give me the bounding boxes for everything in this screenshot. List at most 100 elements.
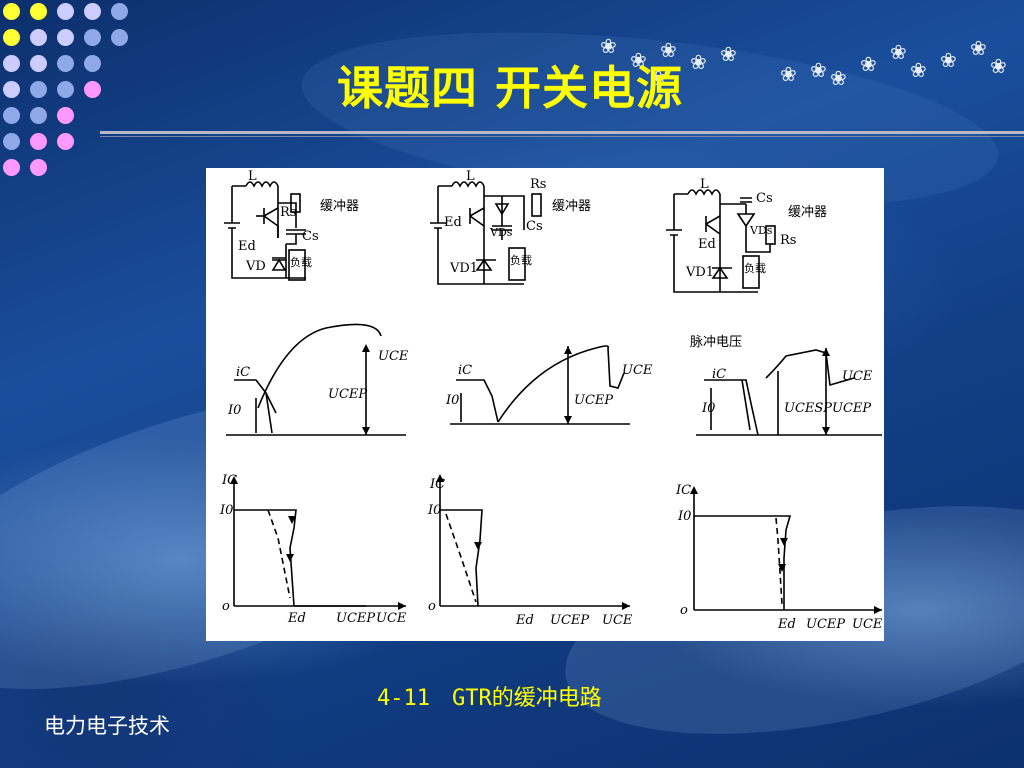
waveform-3-i0-label: I0 (701, 401, 715, 416)
circuit-3-snubber-label: 缓冲器 (788, 205, 827, 220)
waveform-2-uce-label: UCE (622, 363, 653, 378)
decorative-dot (3, 3, 20, 20)
figure-caption: 4-11 GTR的缓冲电路 (377, 680, 624, 712)
flower-ornament: ❀ (890, 40, 907, 64)
trajectory-3-ic-label: IC (675, 483, 691, 498)
waveform-2 (450, 345, 630, 425)
trajectory-2-origin-label: o (428, 599, 436, 614)
circuit-3-inductor-label: L (700, 177, 709, 192)
trajectory-1 (233, 478, 406, 607)
decorative-dot (84, 29, 101, 46)
flower-ornament: ❀ (720, 42, 737, 66)
trajectory-2-ed-label: Ed (515, 613, 534, 628)
circuit-1-ed-label: Ed (238, 239, 256, 254)
trajectory-3-ed-label: Ed (777, 617, 796, 632)
trajectory-3-i0-label: I0 (677, 509, 691, 524)
decorative-dot (30, 3, 47, 20)
decorative-dot (57, 29, 74, 46)
caption-number: 4-11 (377, 686, 430, 711)
caption-text: GTR的缓冲电路 (451, 686, 602, 711)
circuit-3-vd-label: VD1 (685, 265, 714, 280)
decorative-dot (30, 133, 47, 150)
title-divider (100, 131, 1024, 134)
circuit-2-rs-label: Rs (530, 177, 546, 192)
waveform-1-uce-label: UCE (378, 349, 409, 364)
decorative-dot (111, 29, 128, 46)
trajectory-2-ucep-label: UCEP (550, 613, 589, 628)
decorative-dot (111, 3, 128, 20)
flower-ornament: ❀ (940, 48, 957, 72)
decorative-dot (30, 55, 47, 72)
title-divider-thin (100, 136, 1024, 137)
decorative-dot (3, 159, 20, 176)
trajectory-2 (439, 476, 630, 607)
waveform-2-ic-label: iC (458, 363, 472, 378)
trajectory-2-uce-label: UCE (602, 613, 633, 628)
decorative-dot (84, 81, 101, 98)
circuit-3-rs-label: Rs (780, 233, 796, 248)
circuit-3 (666, 189, 776, 293)
waveform-2-ucep-label: UCEP (574, 393, 613, 408)
trajectory-1-ic-label: IC (221, 473, 237, 488)
figure-drawing: L Rs Cs Ed VD 负载 缓冲器 L Rs Cs Ed VD1 VDs … (219, 169, 883, 632)
circuit-3-vds-label: VDs (749, 224, 773, 237)
decorative-dot (84, 55, 101, 72)
flower-ornament: ❀ (830, 66, 847, 90)
trajectory-1-i0-label: I0 (219, 503, 233, 518)
decorative-dot (3, 55, 20, 72)
decorative-dot (30, 107, 47, 124)
waveform-1-i0-label: I0 (227, 403, 241, 418)
decorative-dot (57, 107, 74, 124)
decorative-dot (30, 159, 47, 176)
circuit-2-cs-label: Cs (526, 219, 543, 234)
circuit-1-rs-label: Rs (280, 205, 296, 220)
circuit-2-load-label: 负载 (510, 253, 532, 267)
circuit-1 (224, 181, 306, 281)
trajectory-3-uce-label: UCE (852, 617, 883, 632)
decorative-dot (3, 81, 20, 98)
circuit-3-load-label: 负载 (744, 261, 766, 275)
circuit-3-cs-label: Cs (756, 191, 773, 206)
trajectory-3-origin-label: o (680, 603, 688, 618)
waveform-3-ucesp-label: UCESP (784, 401, 832, 416)
flower-ornament: ❀ (690, 50, 707, 74)
decorative-dot-grid (0, 0, 140, 200)
flower-ornament: ❀ (630, 48, 647, 72)
decorative-dot (57, 55, 74, 72)
decorative-dot (57, 3, 74, 20)
circuit-1-snubber-label: 缓冲器 (320, 199, 359, 214)
flower-ornament: ❀ (990, 54, 1007, 78)
circuit-2-vd-label: VD1 (449, 261, 478, 276)
waveform-3-pulse-label: 脉冲电压 (690, 335, 742, 350)
flower-ornament: ❀ (650, 66, 667, 90)
trajectory-3 (693, 488, 882, 611)
decorative-dot (3, 133, 20, 150)
footer-course-name: 电力电子技术 (44, 714, 170, 738)
waveform-3-uce-label: UCE (842, 369, 873, 384)
circuit-1-load-label: 负载 (290, 255, 312, 269)
trajectory-1-ucep-label: UCEP (336, 611, 375, 626)
waveform-1-ucep-label: UCEP (328, 387, 367, 402)
flower-ornament: ❀ (810, 58, 827, 82)
circuit-3-ed-label: Ed (698, 237, 716, 252)
trajectory-1-uce-label: UCE (376, 611, 407, 626)
waveform-3-ucep-label: UCEP (832, 401, 871, 416)
waveform-3-ic-label: iC (712, 367, 726, 382)
decorative-dot (57, 81, 74, 98)
circuit-2-ed-label: Ed (444, 215, 462, 230)
circuit-2-vds-label: VDs (489, 226, 513, 239)
trajectory-3-ucep-label: UCEP (806, 617, 845, 632)
trajectory-2-i0-label: I0 (427, 503, 441, 518)
waveform-2-i0-label: I0 (445, 393, 459, 408)
trajectory-1-ed-label: Ed (287, 611, 306, 626)
decorative-dot (30, 81, 47, 98)
circuit-2-inductor-label: L (466, 169, 475, 184)
flower-ornament: ❀ (660, 38, 677, 62)
circuit-2-snubber-label: 缓冲器 (552, 199, 591, 214)
circuit-1-inductor-label: L (248, 169, 257, 184)
decorative-dot (3, 107, 20, 124)
decorative-dot (30, 29, 47, 46)
trajectory-1-origin-label: o (222, 599, 230, 614)
waveform-1 (226, 323, 406, 436)
trajectory-2-ic-label: IC (429, 477, 445, 492)
